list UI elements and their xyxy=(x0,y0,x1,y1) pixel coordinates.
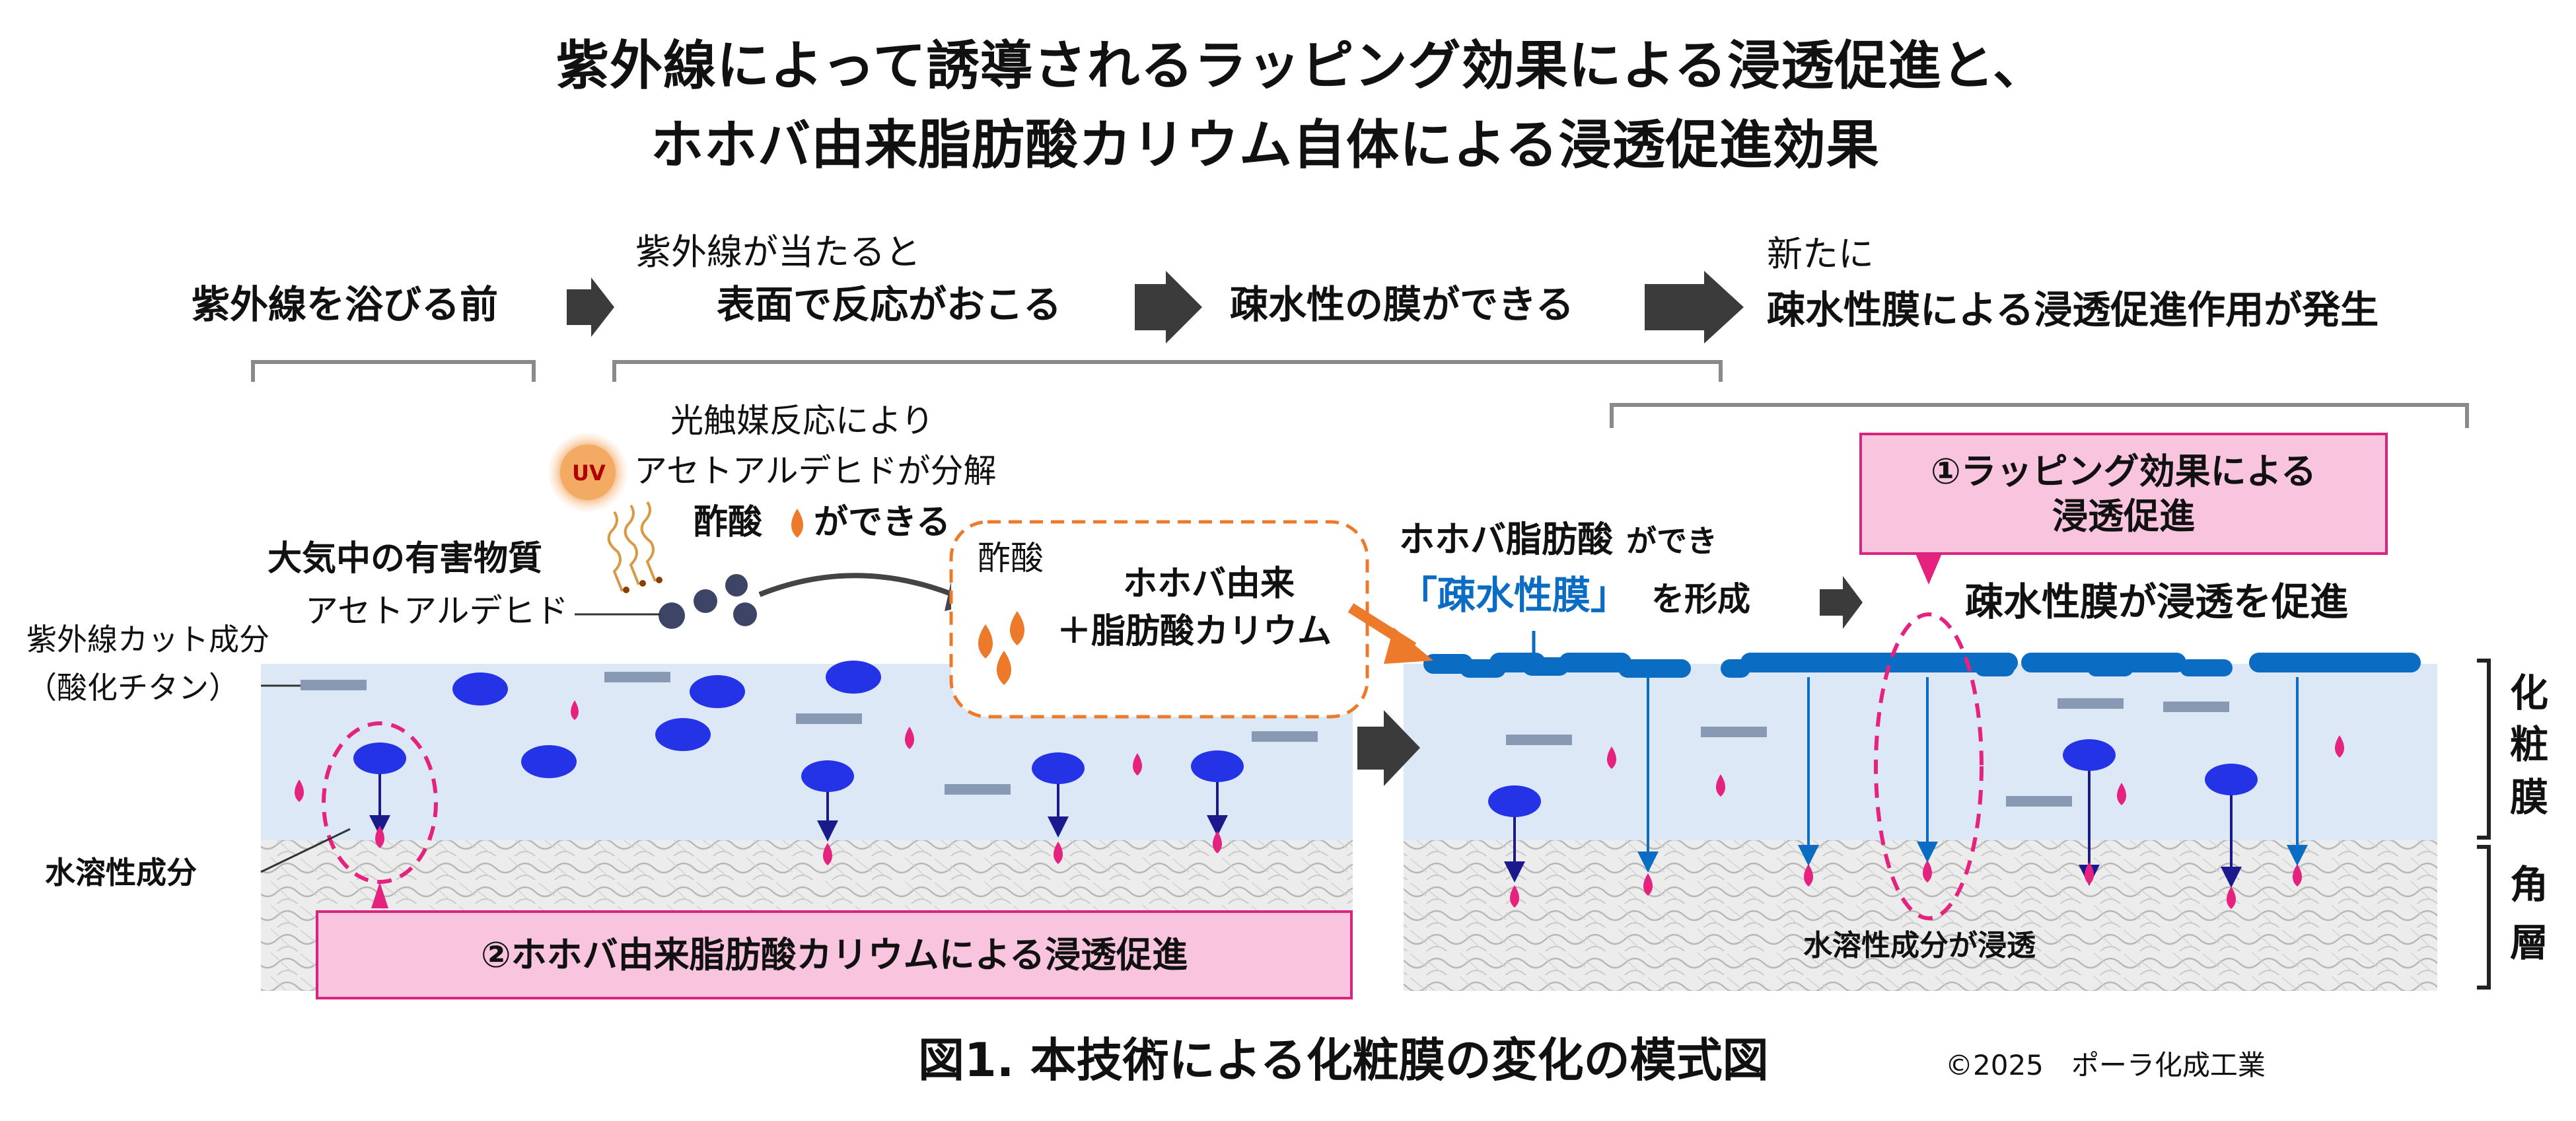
side-makeup-1: 化 xyxy=(2510,670,2549,715)
uv-label: UV xyxy=(572,460,606,486)
water-leader xyxy=(260,828,351,873)
side-makeup-2: 粧 xyxy=(2510,722,2549,767)
step-1: 紫外線を浴びる前 xyxy=(192,282,499,327)
tio2-bars xyxy=(301,672,2229,807)
acetaldehyde-molecules xyxy=(659,574,757,629)
title-line-1: 紫外線によって誘導されるラッピング効果による浸透促進と、 xyxy=(556,35,2046,96)
photocatalyst-line-1: 光触媒反応により xyxy=(670,402,934,440)
callout-pointer-2 xyxy=(371,882,388,908)
molecule-arrow xyxy=(758,573,962,600)
side-brackets xyxy=(2477,659,2491,990)
acetaldehyde-label: アセトアルデヒド xyxy=(305,592,569,630)
callout-wrapping-line-1: ①ラッピング効果による xyxy=(1930,451,2317,492)
form-label: を形成 xyxy=(1651,580,1750,618)
highlight-oval-right xyxy=(1874,612,1984,920)
copyright: ©2025 ポーラ化成工業 xyxy=(1945,1049,2266,1081)
callout-pointer-1 xyxy=(1915,554,1942,585)
step-2-sub: 紫外線が当たると xyxy=(635,231,921,273)
hydrophobic-film-label: 「疎水性膜」 xyxy=(1399,573,1629,618)
film-right xyxy=(1404,664,2437,840)
jojoba-line-2: ＋脂肪酸カリウム xyxy=(1057,612,1332,651)
callout-jojoba: ②ホホバ由来脂肪酸カリウムによる浸透促進 xyxy=(316,910,1353,999)
fatty-formed-a: ホホバ脂肪酸 xyxy=(1399,519,1613,560)
permeate-label: 水溶性成分が浸透 xyxy=(1803,929,2036,962)
blue-arrow-ovals xyxy=(353,739,2258,888)
callout-wrapping-line-2: 浸透促進 xyxy=(2052,495,2195,537)
uv-rays xyxy=(607,501,657,592)
uv-cut-line-1: 紫外線カット成分 xyxy=(26,622,269,657)
acid-drops xyxy=(978,611,1024,685)
uv-cut-line-2: （酸化チタン） xyxy=(26,670,239,705)
brackets xyxy=(251,360,2469,428)
fatty-formed-b: ができ xyxy=(1626,523,1717,559)
callout-jojoba-text: ②ホホバ由来脂肪酸カリウムによる浸透促進 xyxy=(480,933,1188,976)
photocatalyst-line-2: アセトアルデヒドが分解 xyxy=(634,452,997,490)
step-arrows xyxy=(567,271,1744,344)
process-arrow-mid xyxy=(1357,710,1420,786)
step-2: 表面で反応がおこる xyxy=(717,282,1062,327)
membrane-arrows xyxy=(1637,677,2308,873)
acetic-acid-label-b: ができる xyxy=(814,503,950,542)
harmful-substance: 大気中の有害物質 xyxy=(268,539,543,579)
water-soluble-label: 水溶性成分 xyxy=(45,855,197,890)
jojoba-line-1: ホホバ由来 xyxy=(1123,564,1295,604)
step-4: 疎水性膜による浸透促進作用が発生 xyxy=(1767,287,2379,332)
title-line-2: ホホバ由来脂肪酸カリウム自体による浸透促進効果 xyxy=(651,114,1880,176)
side-makeup-3: 膜 xyxy=(2510,775,2549,820)
hydrophobic-membrane xyxy=(1423,653,2421,678)
pink-droplets xyxy=(295,700,2344,909)
acetic-acid-label-a: 酢酸 xyxy=(694,503,763,542)
figure-caption: 図1. 本技術による化粧膜の変化の模式図 xyxy=(918,1033,1769,1087)
acid-box-label: 酢酸 xyxy=(978,539,1044,577)
callout-wrapping: ①ラッピング効果による 浸透促進 xyxy=(1859,433,2388,555)
acid-drop-small xyxy=(791,509,803,538)
promote-label: 疎水性膜が浸透を促進 xyxy=(1965,579,2349,624)
acid-box xyxy=(949,520,1369,719)
process-arrow-right xyxy=(1820,576,1863,629)
side-stratum-1: 角 xyxy=(2510,862,2549,907)
side-stratum-2: 層 xyxy=(2510,920,2549,965)
step-3: 疎水性の膜ができる xyxy=(1230,282,1574,327)
step-4-sub: 新たに xyxy=(1767,233,1874,275)
